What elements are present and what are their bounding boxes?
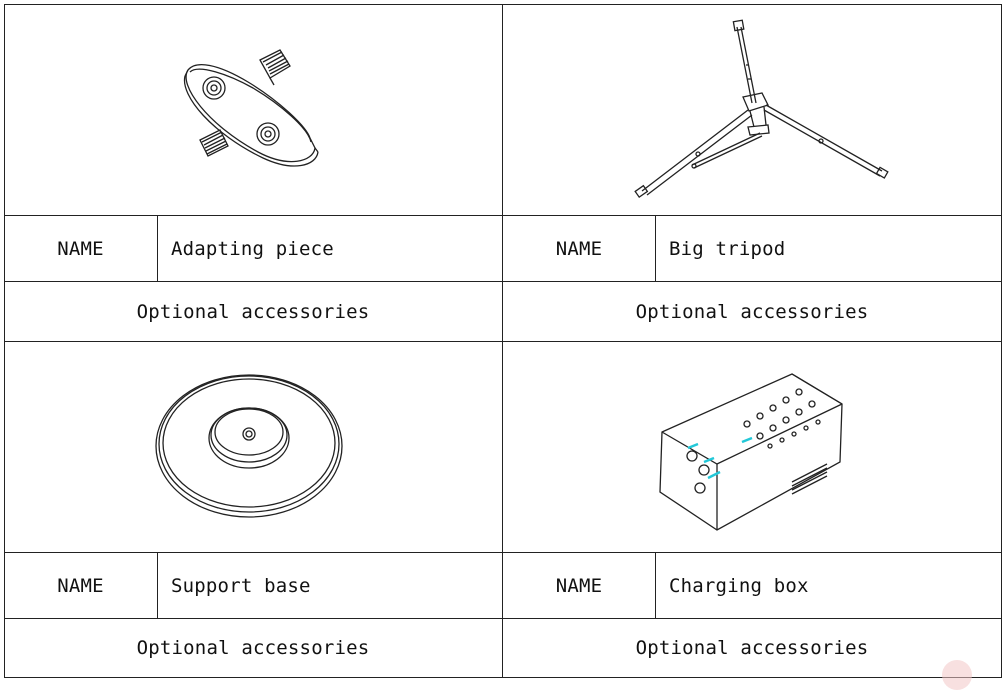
charging-box-drawing-icon: [659, 373, 843, 531]
item-name: Support base: [158, 553, 503, 619]
table-top-border: [4, 4, 1002, 5]
item-category: Optional accessories: [503, 282, 1002, 342]
item-name: Charging box: [656, 553, 1002, 619]
item-category: Optional accessories: [4, 282, 503, 342]
accessories-table: NAME Adapting piece NAME Big tripod Opti…: [4, 4, 1002, 678]
item-category: Optional accessories: [503, 619, 1002, 678]
big-tripod-image-cell: [503, 4, 1002, 216]
item-name: Big tripod: [656, 216, 1002, 282]
name-label: NAME: [4, 216, 158, 282]
adapting-piece-image-cell: [4, 4, 503, 216]
support-base-drawing-icon: [155, 374, 343, 518]
charging-box-image-cell: [503, 342, 1002, 553]
support-base-image-cell: [4, 342, 503, 553]
item-name: Adapting piece: [158, 216, 503, 282]
name-label: NAME: [503, 553, 656, 619]
name-label: NAME: [503, 216, 656, 282]
item-category: Optional accessories: [4, 619, 503, 678]
name-label: NAME: [4, 553, 158, 619]
adapting-piece-drawing-icon: [183, 48, 319, 167]
big-tripod-drawing-icon: [634, 18, 889, 198]
watermark-icon: [942, 660, 972, 690]
